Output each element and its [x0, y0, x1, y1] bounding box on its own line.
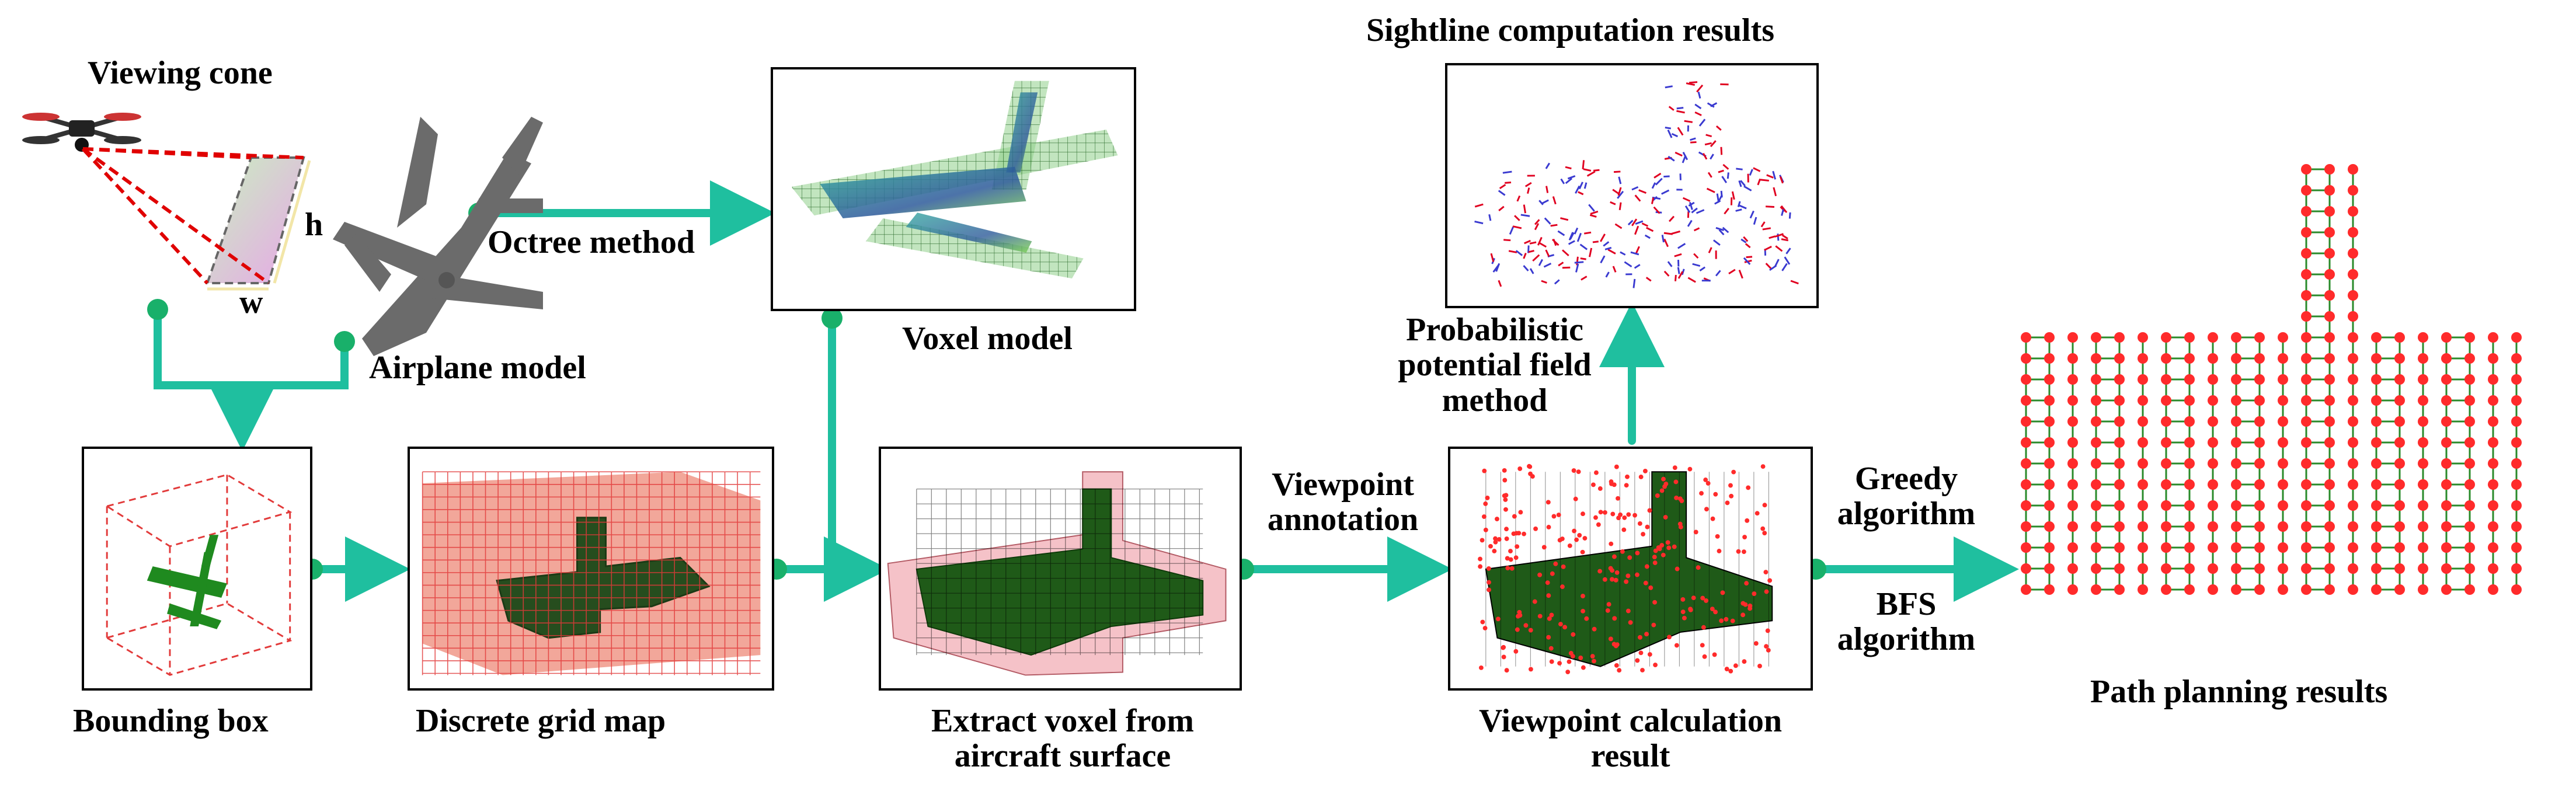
label-path-planning: Path planning results: [2090, 674, 2388, 710]
viewpoint-calc-panel: [1448, 447, 1813, 691]
bounding-box-panel: [82, 447, 312, 691]
dot-cone: [147, 299, 168, 320]
voxel-model-panel: [771, 67, 1136, 311]
drone-icon: [22, 113, 141, 152]
label-octree-method: Octree method: [488, 224, 695, 260]
label-bounding-box: Bounding box: [73, 703, 269, 739]
label-discrete-grid-map: Discrete grid map: [416, 703, 666, 739]
sightline-panel: [1445, 63, 1819, 308]
label-probabilistic: Probabilistic potential field method: [1398, 312, 1592, 419]
extract-voxel-panel: [879, 447, 1242, 691]
label-w: w: [239, 284, 263, 320]
label-viewpoint-annotation: Viewpoint annotation: [1267, 466, 1419, 538]
label-voxel-model: Voxel model: [902, 320, 1073, 357]
discrete-grid-panel: [408, 447, 774, 691]
drone-cone-airplane: [22, 113, 543, 356]
small-airplane-icon: [147, 535, 227, 629]
label-sightline-results: Sightline computation results: [1366, 12, 1775, 48]
dot-airplane: [334, 331, 355, 352]
dot-voxel: [821, 308, 843, 329]
view-plane: [206, 156, 305, 284]
label-extract-voxel: Extract voxel from aircraft surface: [931, 703, 1194, 775]
label-viewing-cone: Viewing cone: [88, 55, 273, 91]
label-bfs: BFS algorithm: [1837, 586, 1976, 658]
path-planning-graph: [2021, 164, 2522, 595]
label-greedy: Greedy algorithm: [1837, 461, 1976, 532]
label-airplane-model: Airplane model: [369, 350, 586, 386]
label-viewpoint-calc: Viewpoint calculation result: [1478, 703, 1783, 775]
bracket-connector: [154, 305, 349, 389]
label-h: h: [305, 207, 323, 243]
airplane-icon: [333, 117, 543, 356]
voxel-airplane: [791, 81, 1118, 279]
